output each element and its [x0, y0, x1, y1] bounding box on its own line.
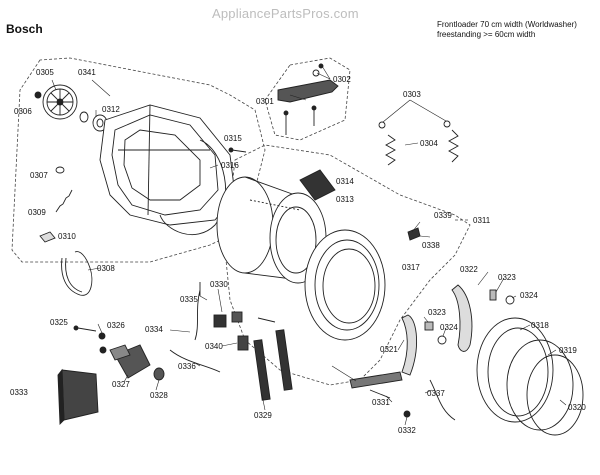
front-tub-ring: [304, 229, 386, 341]
site-watermark: AppliancePartsPros.com: [212, 6, 359, 21]
part-0335: [194, 282, 201, 341]
label-0340: 0340: [205, 342, 223, 351]
label-0339: 0339: [434, 211, 452, 220]
suspension-springs: [378, 120, 459, 166]
label-0303: 0303: [403, 90, 421, 99]
top-bracket: [277, 63, 339, 135]
label-0316: 0316: [221, 161, 239, 170]
counterweight-0314: [299, 169, 336, 201]
door-handle: [401, 314, 418, 376]
label-0306: 0306: [14, 107, 32, 116]
label-0304: 0304: [420, 139, 438, 148]
door-hinge: [451, 284, 473, 352]
wire-0336: [169, 349, 221, 373]
drain-pump: [109, 344, 151, 379]
label-0315: 0315: [224, 134, 242, 143]
label-0324-right: 0324: [520, 291, 538, 300]
door: [476, 317, 584, 436]
spring-0309: [55, 189, 73, 213]
part-0323-0324-left: [424, 321, 447, 345]
label-0337: 0337: [427, 389, 445, 398]
drive-belt: [61, 251, 93, 296]
model-note: Frontloader 70 cm width (Worldwasher) fr…: [437, 20, 577, 40]
label-0317: 0317: [402, 263, 420, 272]
label-0324-left: 0324: [440, 323, 458, 332]
label-0302: 0302: [333, 75, 351, 84]
label-0318: 0318: [531, 321, 549, 330]
part-0337: [429, 379, 456, 421]
label-0313: 0313: [336, 195, 354, 204]
label-0310: 0310: [58, 232, 76, 241]
part-0332: [403, 410, 411, 418]
label-0312: 0312: [102, 105, 120, 114]
model-note-line2: freestanding >= 60cm width: [437, 30, 536, 39]
label-0309: 0309: [28, 208, 46, 217]
label-0308: 0308: [97, 264, 115, 273]
label-0319: 0319: [559, 346, 577, 355]
shock-absorbers: [253, 329, 293, 401]
label-0336: 0336: [178, 362, 196, 371]
part-0323-0324-right: [489, 289, 515, 305]
label-0323-right: 0323: [498, 273, 516, 282]
label-0327: 0327: [112, 380, 130, 389]
label-0323-left: 0323: [428, 308, 446, 317]
screws-0325-0326: [73, 325, 107, 354]
rear-tub: [99, 104, 236, 236]
label-0341: 0341: [78, 68, 96, 77]
control-module: [57, 368, 99, 426]
front-tub-group-outline: [224, 144, 471, 386]
label-0314: 0314: [336, 177, 354, 186]
clip-0307: [55, 166, 65, 174]
brand-label: Bosch: [6, 22, 43, 36]
label-0335: 0335: [180, 295, 198, 304]
label-0305: 0305: [36, 68, 54, 77]
part-0328: [153, 367, 165, 381]
label-0328: 0328: [150, 391, 168, 400]
label-0311: 0311: [473, 216, 491, 225]
label-0320: 0320: [568, 403, 586, 412]
part-0340: [237, 335, 249, 351]
label-0330: 0330: [210, 280, 228, 289]
bearings: [79, 111, 108, 132]
label-0334: 0334: [145, 325, 163, 334]
label-0329: 0329: [254, 411, 272, 420]
part-0310: [39, 231, 56, 243]
label-0322: 0322: [460, 265, 478, 274]
label-0325: 0325: [50, 318, 68, 327]
label-0307: 0307: [30, 171, 48, 180]
heater-element: [349, 371, 403, 399]
label-0321: 0321: [380, 345, 398, 354]
part-0330: [213, 311, 276, 328]
model-note-line1: Frontloader 70 cm width (Worldwasher): [437, 20, 577, 29]
drive-pulley: [34, 84, 78, 120]
label-0332: 0332: [398, 426, 416, 435]
screw-0315: [228, 147, 247, 153]
label-0333: 0333: [10, 388, 28, 397]
label-0338: 0338: [422, 241, 440, 250]
part-labels: 0305 0341 0306 0312 0301 0302 0303 0304 …: [10, 68, 586, 435]
label-0326: 0326: [107, 321, 125, 330]
leader-lines: [51, 65, 567, 426]
parts: [34, 63, 584, 436]
label-0331: 0331: [372, 398, 390, 407]
label-0301: 0301: [256, 97, 274, 106]
